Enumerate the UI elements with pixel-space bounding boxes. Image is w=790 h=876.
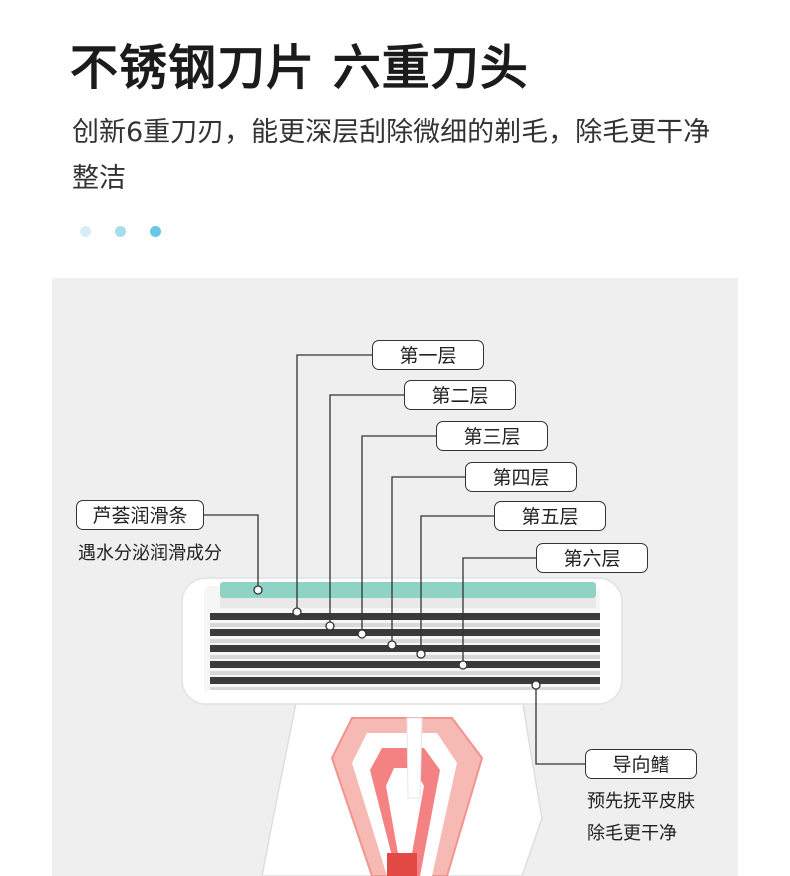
page-subtitle: 创新6重刀刃，能更深层刮除微细的剃毛，除毛更干净整洁 bbox=[72, 117, 711, 194]
guide-fin-note-1: 预先抚平皮肤 bbox=[587, 791, 695, 812]
aloe-strip-label: 芦荟润滑条 bbox=[76, 500, 204, 530]
aloe-strip bbox=[220, 582, 596, 598]
guide-fin-label: 导向鳍 bbox=[585, 749, 697, 779]
layer-5-label: 第五层 bbox=[494, 501, 606, 531]
page-title: 不锈钢刀片 六重刀头 bbox=[70, 40, 529, 96]
guide-fin-note-2: 除毛更干净 bbox=[587, 823, 677, 844]
blade-stack bbox=[210, 613, 600, 690]
layer-3-label: 第三层 bbox=[436, 421, 548, 451]
layer-1-label: 第一层 bbox=[372, 340, 484, 370]
carousel-dot-2[interactable] bbox=[115, 226, 126, 237]
leader-lines bbox=[204, 354, 585, 765]
layer-2-label: 第二层 bbox=[404, 380, 516, 410]
marker-points bbox=[253, 585, 541, 690]
razor-head-illustration bbox=[181, 354, 623, 876]
carousel-dots bbox=[80, 226, 161, 237]
aloe-strip-note: 遇水分泌润滑成分 bbox=[78, 543, 222, 564]
razor-handle bbox=[261, 697, 543, 876]
layer-6-label: 第六层 bbox=[536, 543, 648, 573]
layer-4-label: 第四层 bbox=[465, 462, 577, 492]
razor-cartridge bbox=[181, 577, 623, 705]
carousel-dot-3[interactable] bbox=[150, 226, 161, 237]
carousel-dot-1[interactable] bbox=[80, 226, 91, 237]
razor-illustration-panel: 第一层 第二层 第三层 第四层 第五层 第六层 芦荟润滑条 遇水分泌润滑成分 导… bbox=[52, 278, 738, 876]
